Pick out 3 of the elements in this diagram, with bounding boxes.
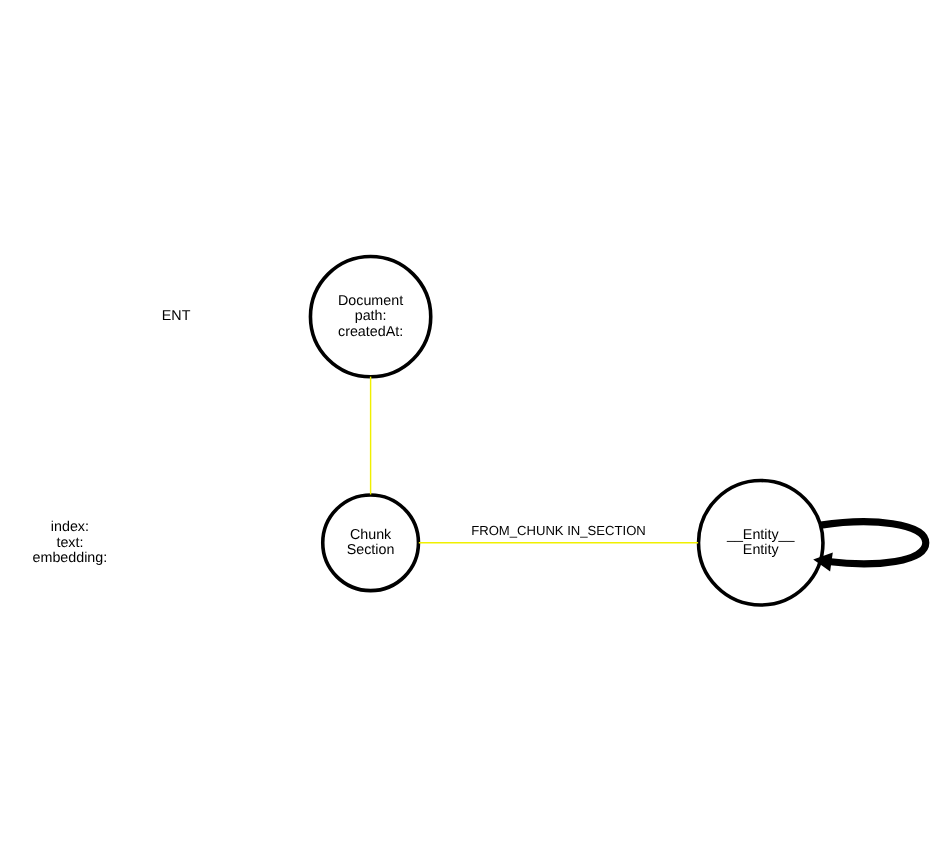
connector — [418, 541, 699, 543]
arrow — [813, 517, 930, 571]
connector — [369, 374, 372, 495]
